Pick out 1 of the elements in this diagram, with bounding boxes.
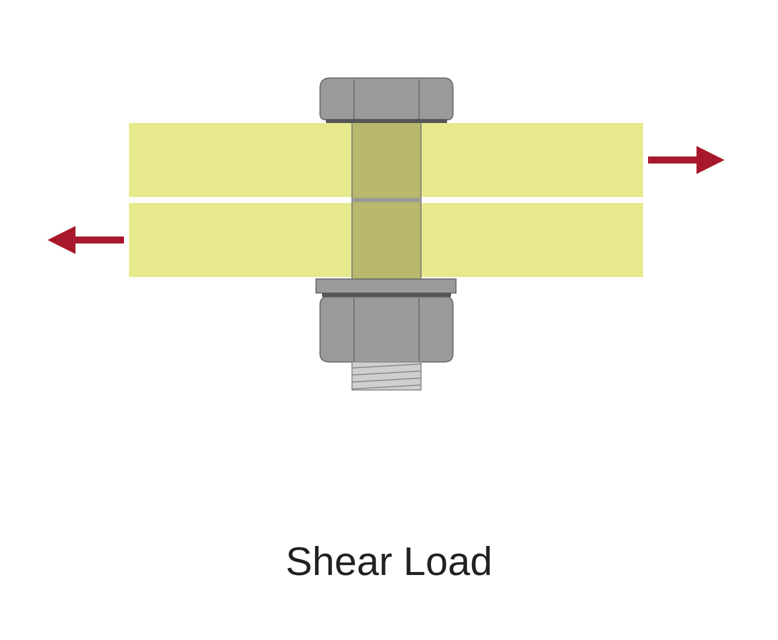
diagram-title: Shear Load [286, 540, 492, 585]
